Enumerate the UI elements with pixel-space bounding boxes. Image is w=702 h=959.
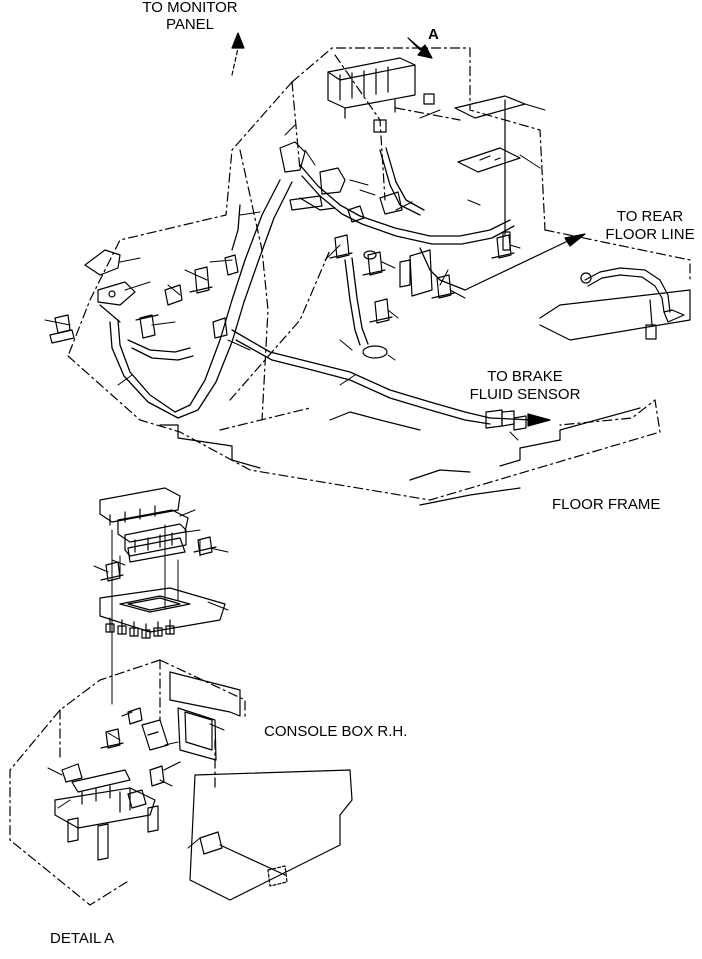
floor-frame-outline bbox=[67, 47, 691, 501]
label-to-rear-line1: TO REAR bbox=[616, 208, 684, 225]
arrow-a bbox=[407, 37, 433, 59]
label-to-monitor-line1: TO MONITOR bbox=[142, 0, 238, 16]
label-to-rear-line2: FLOOR LINE bbox=[605, 226, 695, 243]
label-arrow-a: A bbox=[428, 26, 439, 43]
relay-group bbox=[212, 141, 433, 339]
rear-floor-line-harness bbox=[580, 267, 685, 340]
label-to-monitor-line2: PANEL bbox=[165, 16, 215, 33]
detail-a-connectors bbox=[99, 487, 189, 563]
detail-a-bolts bbox=[100, 536, 217, 787]
detail-a-console-panels bbox=[54, 671, 353, 901]
label-detail-a: DETAIL A bbox=[50, 930, 115, 947]
detail-a-vertical-lines bbox=[111, 524, 201, 705]
label-floor-frame: FLOOR FRAME bbox=[552, 496, 661, 513]
arrow-to-monitor bbox=[231, 32, 245, 76]
callout-leaders bbox=[44, 103, 546, 441]
bracket-left bbox=[84, 249, 136, 323]
detail-a-leaders bbox=[47, 509, 229, 849]
detail-a-console-box bbox=[9, 659, 246, 906]
detail-a-plate bbox=[99, 587, 226, 639]
bracket-upper-right bbox=[454, 95, 526, 251]
monitor-connector-block bbox=[327, 57, 435, 133]
arrow-to-brake bbox=[485, 409, 551, 431]
floor-frame-edges bbox=[159, 289, 691, 506]
label-to-brake-line2: FLUID SENSOR bbox=[469, 386, 581, 403]
wire-harness bbox=[109, 147, 515, 425]
label-to-brake-line1: TO BRAKE bbox=[487, 368, 563, 385]
arrow-to-rear bbox=[464, 233, 586, 291]
bolts bbox=[49, 234, 515, 359]
label-console-box: CONSOLE BOX R.H. bbox=[264, 723, 408, 740]
